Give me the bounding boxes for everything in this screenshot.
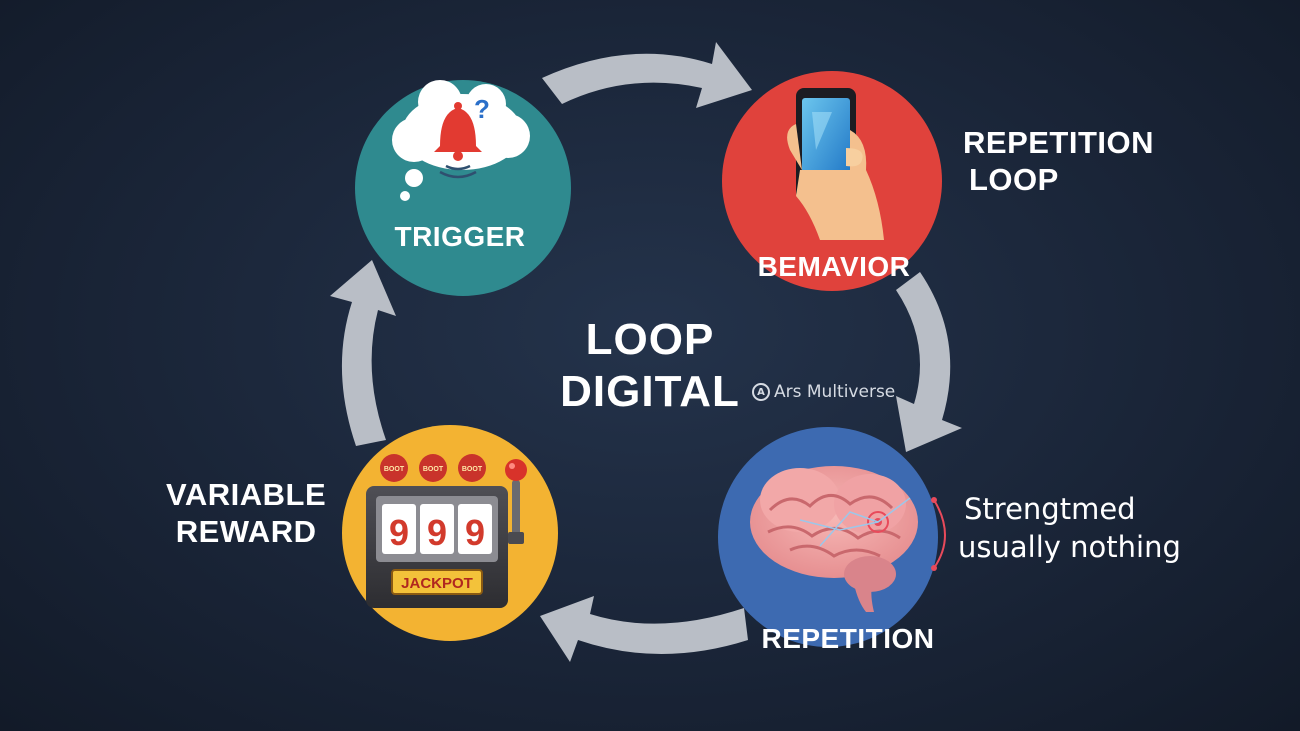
- slot-reel-3: 9: [465, 512, 485, 553]
- slot-machine-icon: BOOT BOOT BOOT 9 9 9 JACKPOT: [366, 454, 527, 608]
- repetition-loop-label: REPETITION LOOP: [963, 124, 1154, 198]
- variable-reward-line2: REWARD: [175, 514, 317, 549]
- arrow-trigger-to-behavior: [542, 42, 752, 108]
- repetition-node: REPETITION: [718, 427, 946, 654]
- slot-reel-2: 9: [427, 512, 447, 553]
- repetition-label: REPETITION: [761, 623, 934, 654]
- behavior-label: BEMAVIOR: [758, 251, 911, 282]
- slot-light-1: BOOT: [384, 466, 405, 473]
- repetition-loop-line2: LOOP: [969, 162, 1059, 197]
- slot-reel-1: 9: [389, 512, 409, 553]
- arrow-repetition-to-reward: [540, 596, 748, 662]
- center-title: LOOP DIGITAL: [540, 314, 760, 418]
- jackpot-label: JACKPOT: [401, 575, 473, 592]
- strengthened-note: Strengtmed usually nothing: [958, 490, 1181, 566]
- brain-icon: [750, 466, 946, 612]
- bell-thought-icon: ?: [392, 80, 530, 201]
- watermark: A Ars Multiverse: [752, 382, 895, 402]
- strengthened-note-line2: usually nothing: [958, 530, 1181, 564]
- variable-reward-label: VARIABLE REWARD: [166, 476, 326, 550]
- watermark-text: Ars Multiverse: [774, 382, 896, 402]
- arrow-reward-to-trigger: [330, 260, 396, 446]
- slot-light-3: BOOT: [462, 466, 483, 473]
- trigger-node: ? TRIGGER: [355, 80, 571, 296]
- trigger-label: TRIGGER: [394, 221, 525, 252]
- bell-question-mark: ?: [474, 94, 490, 124]
- repetition-loop-line1: REPETITION: [963, 125, 1155, 160]
- behavior-node: BEMAVIOR: [722, 71, 942, 291]
- cycle-arrows: [330, 42, 962, 662]
- watermark-logo-icon: A: [752, 383, 770, 401]
- phone-hand-icon: [787, 88, 884, 240]
- reward-node: BOOT BOOT BOOT 9 9 9 JACKPOT: [342, 425, 558, 641]
- center-title-line2: DIGITAL: [560, 367, 740, 416]
- slot-light-2: BOOT: [423, 466, 444, 473]
- variable-reward-line1: VARIABLE: [166, 477, 327, 512]
- center-title-line1: LOOP: [585, 315, 715, 364]
- strengthened-note-line1: Strengtmed: [964, 492, 1136, 526]
- arrow-behavior-to-repetition: [896, 272, 962, 452]
